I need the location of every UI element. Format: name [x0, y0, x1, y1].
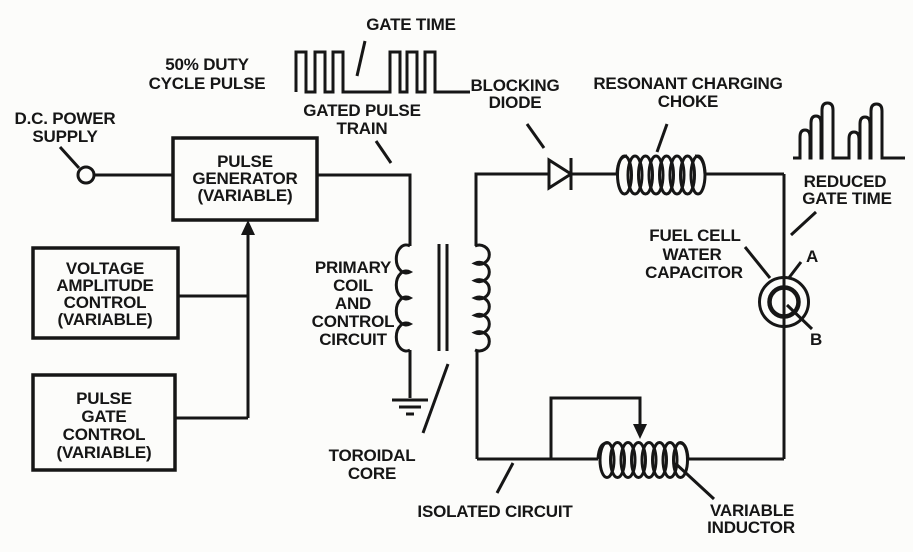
- toroidal-core-pointer-line: [421, 363, 450, 434]
- voltage-amplitude-control-box: [31, 246, 180, 340]
- blocking-diode-label-line2: DIODE: [489, 93, 542, 112]
- wire-control-bus: [175, 233, 250, 420]
- gated-pulse-train-waveform: [294, 50, 470, 94]
- voltage-amplitude-label-line4: (VARIABLE): [58, 310, 153, 329]
- control-arrowhead-icon: [241, 220, 255, 235]
- primary-coil-label-line4: CONTROL: [312, 312, 395, 331]
- terminal-a-label: A: [806, 247, 818, 266]
- reduced-gate-time-pointer-line: [789, 210, 818, 237]
- reduced-gate-time-label-line1: REDUCED: [804, 172, 887, 191]
- pulse-gate-label-line3: CONTROL: [63, 425, 146, 444]
- terminal-a-pointer-line: [786, 261, 803, 280]
- transformer-secondary-coil: [471, 243, 491, 353]
- variable-inductor-pointer-line: [673, 461, 716, 501]
- voltage-amplitude-label-line2: AMPLITUDE: [56, 276, 153, 295]
- wire-generator-output: [317, 173, 412, 246]
- fuel-cell-label-line2: WATER: [662, 245, 721, 264]
- dc-power-terminal: [76, 165, 96, 185]
- primary-coil-label-line3: AND: [335, 294, 371, 313]
- ground-symbol-icon: [392, 398, 428, 416]
- pulse-generator-label-line3: (VARIABLE): [198, 186, 293, 205]
- duty-cycle-label-line2: CYCLE PULSE: [149, 74, 266, 93]
- terminal-b-lead-line: [785, 303, 814, 331]
- isolated-circuit-label: ISOLATED CIRCUIT: [417, 502, 573, 521]
- pulse-generator-box: [171, 136, 319, 222]
- pulse-gate-label-line4: (VARIABLE): [57, 443, 152, 462]
- toroidal-core-label-line2: CORE: [348, 464, 396, 483]
- dc-power-label-line1: D.C. POWER: [15, 109, 116, 128]
- fuel-cell-capacitor-outer-electrode: [758, 276, 810, 328]
- wire-secondary-top: [474, 172, 549, 246]
- choke-pointer-line: [655, 123, 669, 153]
- dc-power-pointer-line: [58, 145, 81, 170]
- resonant-choke-label-line1: RESONANT CHARGING: [593, 74, 782, 93]
- gated-pulse-train-label-line2: TRAIN: [337, 119, 388, 138]
- reduced-gate-time-waveform: [793, 101, 905, 160]
- voltage-amplitude-label-line3: CONTROL: [64, 293, 147, 312]
- gated-pulse-train-pointer-line: [374, 140, 393, 164]
- fuel-cell-label-line3: CAPACITOR: [645, 263, 743, 282]
- pulse-generator-label-line1: PULSE: [217, 152, 273, 171]
- pulse-gate-label-line1: PULSE: [76, 389, 132, 408]
- transformer-primary-coil: [394, 243, 414, 353]
- gated-pulse-train-label-line1: GATED PULSE: [303, 101, 420, 120]
- resonant-charging-choke-coil: [615, 154, 707, 196]
- pulse-gate-label-line2: GATE: [81, 407, 126, 426]
- toroidal-core-label-line1: TOROIDAL: [329, 446, 416, 465]
- inductor-tap-wire: [549, 396, 642, 459]
- wire-isolated-circuit: [475, 350, 784, 461]
- fuel-cell-pointer-line: [743, 246, 772, 279]
- variable-inductor-coil: [596, 441, 690, 479]
- pulse-generator-label-line2: GENERATOR: [192, 169, 297, 188]
- duty-cycle-label-line1: 50% DUTY: [165, 55, 249, 74]
- primary-coil-label-line1: PRIMARY: [315, 258, 392, 277]
- blocking-diode-label-line1: BLOCKING: [470, 76, 559, 95]
- blocking-diode-symbol: [547, 157, 574, 191]
- primary-coil-label-line2: COIL: [333, 276, 373, 295]
- isolated-circuit-pointer-line: [495, 462, 515, 494]
- dc-power-label-line2: SUPPLY: [32, 127, 98, 146]
- reduced-gate-time-label-line2: GATE TIME: [802, 189, 892, 208]
- blocking-diode-pointer-line: [525, 123, 546, 149]
- fuel-cell-label-line1: FUEL CELL: [649, 226, 740, 245]
- variable-inductor-label-line1: VARIABLE: [710, 501, 794, 520]
- tap-arrowhead-icon: [633, 424, 647, 439]
- pulse-gate-control-box: [31, 373, 177, 472]
- voltage-amplitude-label-line1: VOLTAGE: [66, 259, 144, 278]
- gate-time-pointer-line: [355, 40, 367, 77]
- terminal-b-label: B: [810, 330, 822, 349]
- primary-coil-label-line5: CIRCUIT: [319, 330, 387, 349]
- gate-time-label: GATE TIME: [366, 15, 456, 34]
- variable-inductor-label-line2: INDUCTOR: [707, 518, 795, 537]
- fuel-cell-capacitor-inner-electrode: [767, 285, 801, 319]
- resonant-choke-label-line2: CHOKE: [658, 92, 718, 111]
